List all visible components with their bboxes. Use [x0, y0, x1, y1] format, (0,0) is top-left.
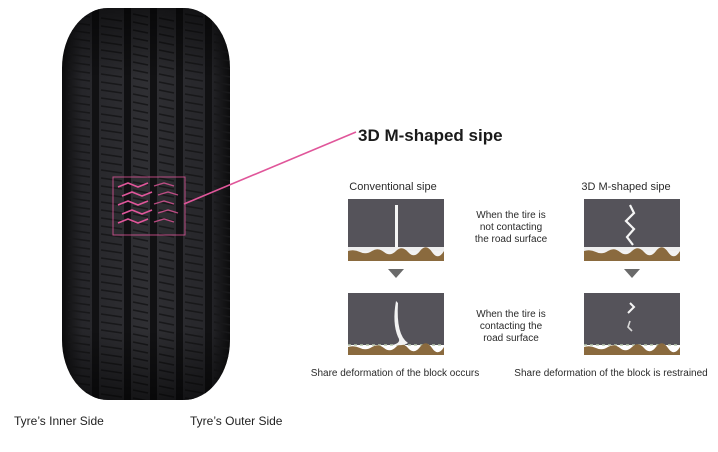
m-shaped-sipe-mark — [153, 218, 175, 223]
m-shaped-sipe-mark — [153, 182, 175, 187]
down-arrow-icon — [624, 269, 640, 278]
tread-sipe — [159, 402, 174, 405]
m-shaped-sipe-heading: 3D M-shaped sipe — [581, 181, 671, 193]
sipe-highlight-box — [112, 176, 186, 236]
m-shaped-sipe-mark — [117, 218, 149, 224]
condition-line: When the tire is — [476, 210, 546, 221]
m-shaped-sipe-mark — [157, 209, 179, 214]
deformed-sipe — [392, 301, 408, 346]
tread-sipe — [214, 402, 230, 405]
m-shaped-sipe-mark — [121, 209, 153, 215]
conventional-sipe-not-contacting-panel — [348, 199, 444, 261]
zigzag-sipe — [624, 204, 636, 246]
condition-line: When the tire is — [476, 309, 546, 320]
outer-side-label: Tyre’s Outer Side — [190, 414, 283, 428]
m-shaped-sipe-mark — [157, 191, 179, 196]
m-shaped-sipe-mark — [121, 191, 153, 197]
condition-line: contacting the — [479, 321, 543, 332]
condition-line: not contacting — [479, 222, 543, 233]
conventional-sipe-heading: Conventional sipe — [349, 181, 437, 193]
m-shaped-result: Share deformation of the block is restra… — [514, 368, 708, 379]
highlighted-sipes — [117, 182, 179, 224]
straight-sipe — [395, 205, 398, 247]
callout-line — [183, 131, 357, 205]
condition-line: the road surface — [474, 234, 548, 245]
not-contacting-label: When the tire is not contacting the road… — [456, 210, 566, 246]
conventional-result: Share deformation of the block occurs — [310, 368, 480, 379]
zigzag-sipe-closed — [627, 302, 636, 314]
tire — [62, 8, 230, 405]
m-shaped-sipe-not-contacting-panel — [584, 199, 680, 261]
tread-sipe — [213, 385, 230, 390]
conventional-sipe-contacting-panel — [348, 293, 444, 355]
down-arrow-icon — [388, 269, 404, 278]
tread-sipe — [67, 397, 91, 400]
diagram-title: 3D M-shaped sipe — [358, 126, 503, 145]
m-shaped-sipe-contacting-panel — [584, 293, 680, 355]
tread-sipe — [213, 17, 230, 22]
contacting-label: When the tire is contacting the road sur… — [456, 309, 566, 345]
tread-sipe — [101, 402, 122, 405]
tread-sipe — [213, 393, 230, 398]
m-shaped-sipe-mark — [117, 200, 149, 206]
m-shaped-sipe-mark — [117, 182, 149, 188]
inner-side-label: Tyre’s Inner Side — [14, 414, 104, 428]
m-shaped-sipe-mark — [153, 200, 175, 205]
condition-line: road surface — [483, 333, 539, 344]
